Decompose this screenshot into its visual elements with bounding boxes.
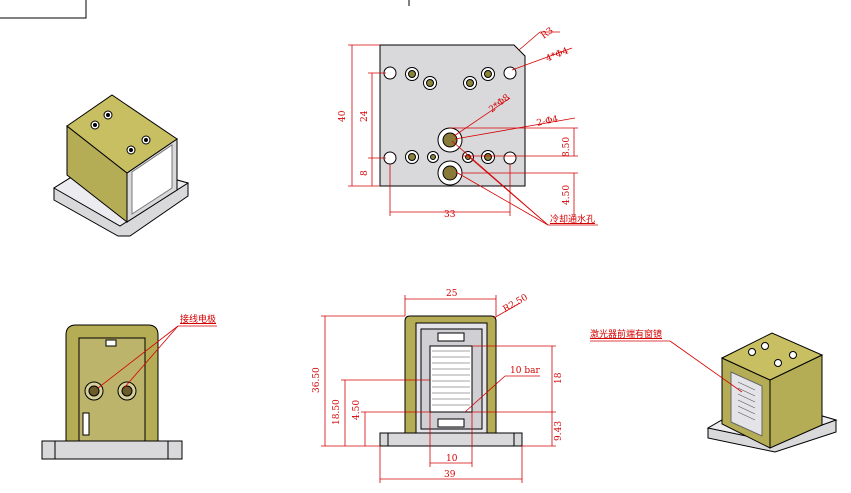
laser-bar-lines [432, 350, 470, 406]
dim-18-50: 18.50 [332, 399, 342, 425]
cooling-water-holes-label: 冷却通水孔 [550, 215, 596, 225]
screw-holes [405, 67, 495, 164]
dim-10: 10 [446, 454, 458, 464]
front-view [321, 295, 556, 483]
dim-4-50-left: 4.50 [352, 399, 362, 420]
cooling-holes [437, 127, 463, 186]
iso-right-window-lines [737, 381, 756, 421]
iso-view-right [590, 332, 838, 453]
dim-8: 8 [360, 170, 370, 176]
top-view-dim-lines [348, 31, 598, 226]
dim-24: 24 [360, 110, 370, 122]
laser-bar-stack [429, 345, 473, 413]
dim-33: 33 [444, 210, 456, 220]
top-view [348, 31, 598, 226]
electrode-label: 接线电极 [180, 315, 217, 325]
dim-36-50: 36.50 [312, 367, 322, 393]
dim-18: 18 [554, 372, 564, 384]
side-view-left [41, 324, 217, 460]
front-base [379, 432, 523, 447]
side-left-base [41, 440, 183, 460]
iso-view-left [53, 94, 190, 237]
dim-9-43: 9.43 [554, 420, 564, 441]
dim-39: 39 [444, 470, 456, 480]
dim-40: 40 [338, 110, 348, 122]
dim-10-bar: 10 bar [510, 366, 540, 376]
iso-left-body-top [66, 94, 178, 174]
dim-25: 25 [446, 289, 458, 299]
window-mirror-label: 激光器前端有窗镜 [590, 330, 663, 340]
dim-8-50: 8.50 [562, 136, 572, 157]
front-view-dim-lines [321, 295, 556, 483]
sheet-frame [0, 0, 410, 19]
iso-left-window [131, 144, 173, 215]
dim-4-50: 4.50 [562, 184, 572, 205]
iso-right-body-top [720, 332, 824, 381]
